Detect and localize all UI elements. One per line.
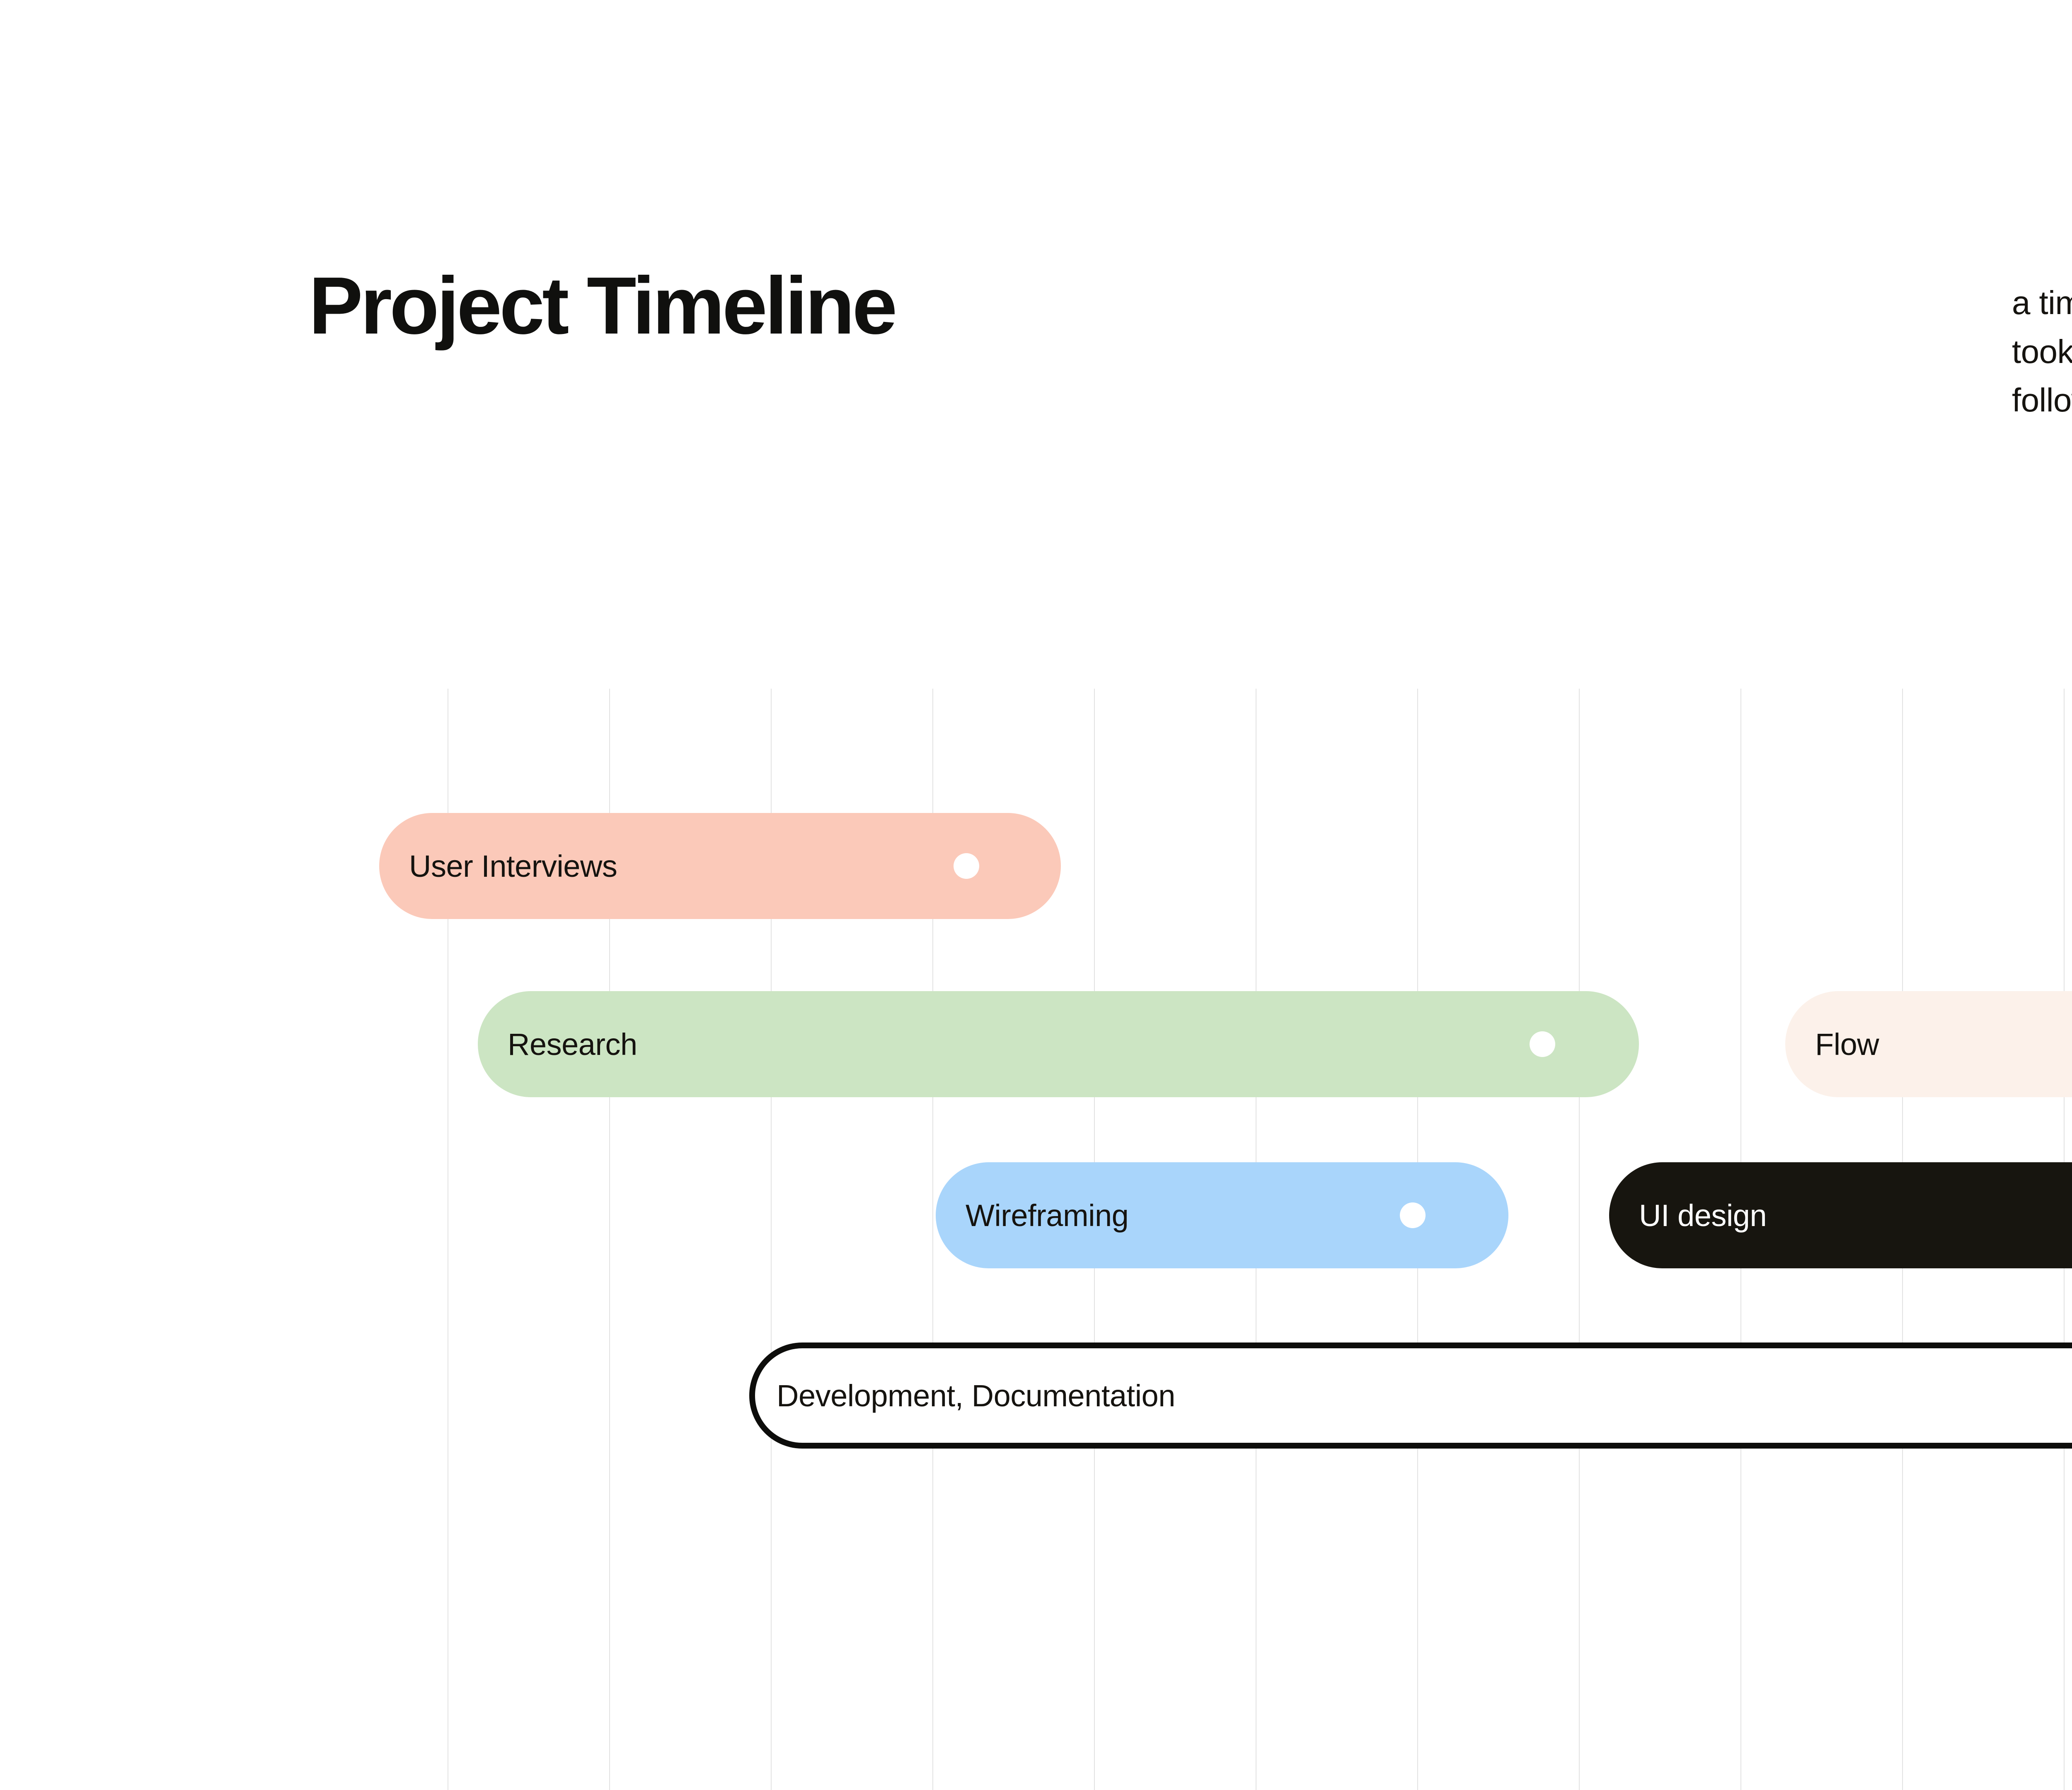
page-description-line-1: a timeline helps to analyze which stage … <box>2012 284 2072 321</box>
timeline-bar-end-marker-icon[interactable] <box>954 853 979 879</box>
timeline-bar-label: Flow <box>1815 1027 1879 1062</box>
timeline-bar-label: UI design <box>1639 1198 1767 1233</box>
timeline-bar[interactable]: Development, Documentation <box>749 1342 2072 1449</box>
page-description: a timeline helps to analyze which stage … <box>2012 278 2072 425</box>
page-title: Project Timeline <box>309 260 897 351</box>
timeline-bar[interactable]: UI design <box>1609 1162 2072 1268</box>
timeline-bar-label: Research <box>508 1027 637 1062</box>
timeline-bar-label: Development, Documentation <box>777 1378 1175 1413</box>
timeline-bar-label: User Interviews <box>409 849 617 883</box>
page-description-line-2: took the most time and optimize this pro… <box>2012 333 2072 370</box>
timeline-bar-end-marker-icon[interactable] <box>1530 1031 1555 1057</box>
timeline-bar[interactable]: Wireframing <box>936 1162 1508 1268</box>
timeline-bar-end-marker-icon[interactable] <box>1400 1202 1426 1228</box>
timeline-bar[interactable]: User Interviews <box>379 813 1061 919</box>
timeline-bar-label: Wireframing <box>966 1198 1129 1233</box>
timeline-bar[interactable]: Flow <box>1785 991 2072 1097</box>
page-description-line-3: following projects <box>2012 382 2072 419</box>
timeline-bar[interactable]: Research <box>478 991 1639 1097</box>
